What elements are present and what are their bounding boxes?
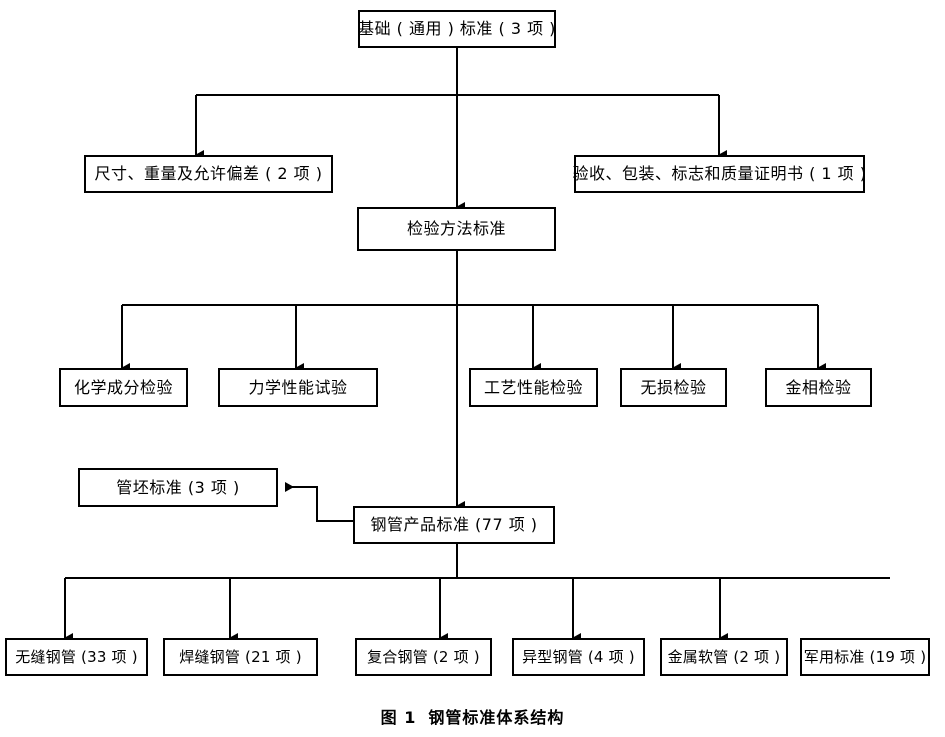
node-label: 复合钢管 (2 项 ) <box>367 647 480 666</box>
figure-title: 钢管标准体系结构 <box>428 708 565 727</box>
node-label: 异型钢管 (4 项 ) <box>522 647 635 666</box>
node-mechanical-property-test[interactable]: 力学性能试验 <box>218 368 378 407</box>
node-basic-standards[interactable]: 基础 ( 通用 ) 标准 ( 3 项 ) <box>358 10 556 48</box>
node-composite-steel-pipe[interactable]: 复合钢管 (2 项 ) <box>355 638 492 676</box>
edge-product-to-tubeblank <box>285 482 353 522</box>
figure-caption: 图 1 钢管标准体系结构 <box>0 704 945 728</box>
node-label: 管坯标准 (3 项 ) <box>116 477 240 497</box>
node-metal-hose[interactable]: 金属软管 (2 项 ) <box>660 638 788 676</box>
node-label: 金属软管 (2 项 ) <box>667 647 781 666</box>
node-label: 军用标准 (19 项 ) <box>803 647 927 666</box>
node-technological-property-test[interactable]: 工艺性能检验 <box>469 368 598 407</box>
node-chemical-composition-test[interactable]: 化学成分检验 <box>59 368 188 407</box>
node-seamless-steel-pipe[interactable]: 无缝钢管 (33 项 ) <box>5 638 148 676</box>
node-test-method-standards[interactable]: 检验方法标准 <box>357 207 556 251</box>
node-tube-blank-standards[interactable]: 管坯标准 (3 项 ) <box>78 468 278 507</box>
node-label: 化学成分检验 <box>73 377 173 397</box>
node-label: 钢管产品标准 (77 项 ) <box>370 515 538 535</box>
node-special-shaped-steel-pipe[interactable]: 异型钢管 (4 项 ) <box>512 638 645 676</box>
node-dimension-weight-tolerance[interactable]: 尺寸、重量及允许偏差 ( 2 项 ) <box>84 155 333 193</box>
node-label: 尺寸、重量及允许偏差 ( 2 项 ) <box>94 164 323 184</box>
node-label: 无缝钢管 (33 项 ) <box>15 647 138 666</box>
node-nondestructive-test[interactable]: 无损检验 <box>620 368 727 407</box>
node-military-standards[interactable]: 军用标准 (19 项 ) <box>800 638 930 676</box>
node-label: 金相检验 <box>785 377 852 397</box>
figure-number: 图 1 <box>380 708 417 727</box>
node-acceptance-packaging-marking[interactable]: 验收、包装、标志和质量证明书 ( 1 项 ) <box>572 155 867 193</box>
node-steel-pipe-product-standards[interactable]: 钢管产品标准 (77 项 ) <box>353 506 555 544</box>
node-label: 基础 ( 通用 ) 标准 ( 3 项 ) <box>358 19 556 39</box>
node-label: 无损检验 <box>640 377 707 397</box>
node-label: 检验方法标准 <box>406 219 506 239</box>
node-label: 焊缝钢管 (21 项 ) <box>179 647 302 666</box>
node-label: 验收、包装、标志和质量证明书 ( 1 项 ) <box>572 164 867 184</box>
node-metallographic-test[interactable]: 金相检验 <box>765 368 872 407</box>
node-label: 工艺性能检验 <box>483 377 583 397</box>
node-welded-steel-pipe[interactable]: 焊缝钢管 (21 项 ) <box>163 638 318 676</box>
node-label: 力学性能试验 <box>248 377 348 397</box>
